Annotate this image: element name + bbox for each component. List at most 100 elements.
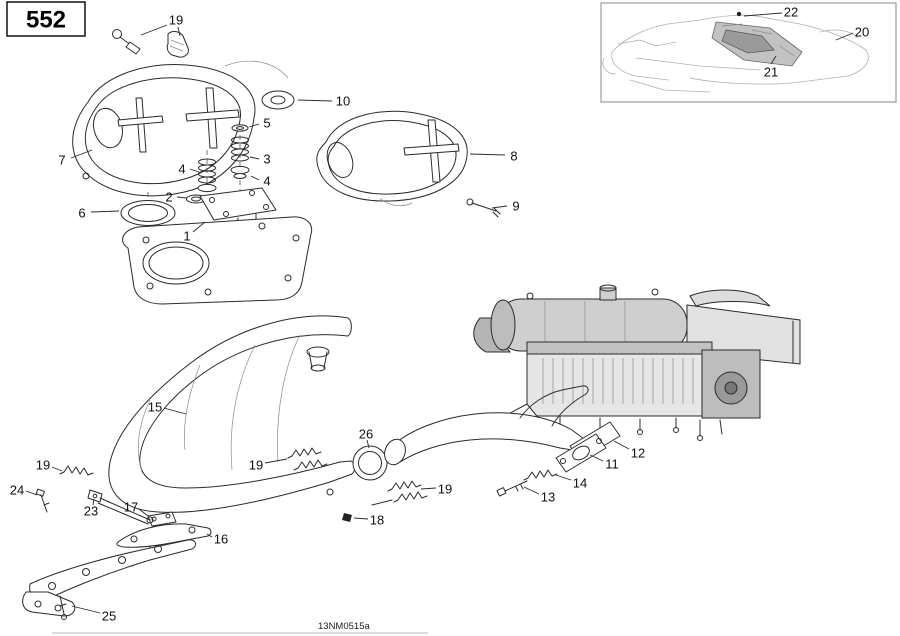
callout-label-19: 19 (249, 458, 263, 473)
callout-leader-line (70, 149, 93, 159)
spring-14 (523, 469, 558, 481)
right-muffler-cover-assembly (316, 110, 501, 218)
callout-leader-line (613, 440, 630, 450)
callout-leader-line (420, 487, 437, 490)
clip-18 (342, 513, 352, 522)
callout-label-20: 20 (855, 25, 869, 40)
pipe-drain-cup (306, 346, 330, 372)
callout-leader-line (176, 196, 188, 199)
model-number: 552 (26, 7, 66, 34)
callout-leader-line (491, 205, 508, 209)
callout-label-9: 9 (512, 199, 519, 214)
callout-label-4: 4 (263, 174, 270, 189)
inset-thumbnail (600, 2, 897, 103)
callout-leader-line (469, 153, 506, 156)
callout-label-7: 7 (58, 153, 65, 168)
callout-leader-line (192, 221, 206, 233)
callout-label-4: 4 (178, 162, 185, 177)
outlet-duct (686, 304, 801, 365)
callout-leader-line (92, 498, 95, 506)
drawing-code: 13NM0515a (318, 621, 370, 632)
muffler-cover-right (316, 110, 468, 202)
callout-label-23: 23 (84, 504, 98, 519)
callout-leader-line (770, 55, 777, 65)
callout-leader-line (177, 26, 181, 37)
callout-leader-line (555, 474, 572, 481)
callout-leader-line (51, 466, 63, 472)
callout-label-19: 19 (169, 13, 183, 28)
callout-label-15: 15 (148, 400, 162, 415)
link-23 (87, 489, 103, 503)
exhaust-socket-26 (352, 445, 388, 481)
callout-label-21: 21 (764, 65, 778, 80)
callout-label-22: 22 (784, 5, 798, 20)
washer-stack-4-right (230, 165, 250, 179)
callout-leader-line (206, 533, 213, 538)
callout-leader-line (138, 508, 149, 517)
callout-leader-line (163, 407, 187, 415)
bolt-25 (59, 595, 67, 620)
callout-leader-line (90, 210, 120, 213)
callout-label-2: 2 (165, 190, 172, 205)
spring-stack-4-left (197, 158, 217, 193)
highlighted-pipe-area (721, 29, 775, 54)
callout-leader-line (140, 24, 168, 36)
callout-label-17: 17 (124, 500, 138, 515)
callout-leader-line (297, 99, 333, 102)
callout-leader-line (250, 175, 260, 181)
tether-parts (112, 29, 189, 58)
callout-label-18: 18 (370, 513, 384, 528)
tuned-pipe (108, 315, 388, 513)
callout-leader-line (248, 123, 260, 128)
callout-leader-line (249, 156, 260, 160)
callout-label-25: 25 (102, 609, 116, 624)
callout-label-8: 8 (510, 149, 517, 164)
left-muffler-cover-assembly (72, 60, 313, 305)
callout-leader-line (589, 454, 604, 462)
exhaust-manifold (384, 385, 621, 473)
spring-19-mid (287, 447, 328, 471)
callout-label-14: 14 (573, 476, 587, 491)
spring-3 (231, 136, 249, 162)
callout-leader-line (366, 439, 370, 449)
callout-label-6: 6 (78, 206, 85, 221)
callout-leader-line (353, 517, 369, 520)
callout-leader-line (523, 486, 540, 495)
gasket-ring-6 (120, 200, 176, 226)
base-plate (122, 216, 313, 305)
upper-bracket (689, 289, 771, 307)
tuned-pipe-body (108, 315, 356, 513)
callout-label-19: 19 (36, 458, 50, 473)
inset-fastener-dot (736, 11, 742, 17)
callout-leader-line (743, 12, 783, 17)
lower-arm-bracket (22, 539, 196, 617)
callout-label-10: 10 (336, 94, 350, 109)
callout-leader-line (264, 458, 288, 464)
model-number-box: 552 (6, 1, 86, 37)
callout-leader-line (835, 32, 854, 41)
callout-label-19: 19 (438, 482, 452, 497)
model-number-border (6, 1, 86, 37)
callout-label-24: 24 (10, 483, 24, 498)
callout-label-3: 3 (263, 152, 270, 167)
lower-brackets (22, 497, 212, 620)
clevis-pin-9 (466, 198, 501, 218)
callout-leader-line (71, 605, 101, 614)
callout-label-16: 16 (214, 532, 228, 547)
callout-label-13: 13 (541, 490, 555, 505)
callout-leader-line (189, 168, 200, 173)
callout-label-11: 11 (605, 457, 619, 472)
callout-label-12: 12 (631, 446, 645, 461)
callout-label-26: 26 (359, 427, 373, 442)
spring-19-left (59, 465, 94, 476)
washer-5 (231, 124, 249, 132)
fastener-hardware (35, 447, 558, 522)
grommet-10 (261, 90, 295, 110)
bolt-13 (496, 480, 528, 497)
callout-label-1: 1 (183, 229, 190, 244)
spring-19-right (371, 480, 428, 506)
muffler-cover-left (72, 64, 256, 197)
